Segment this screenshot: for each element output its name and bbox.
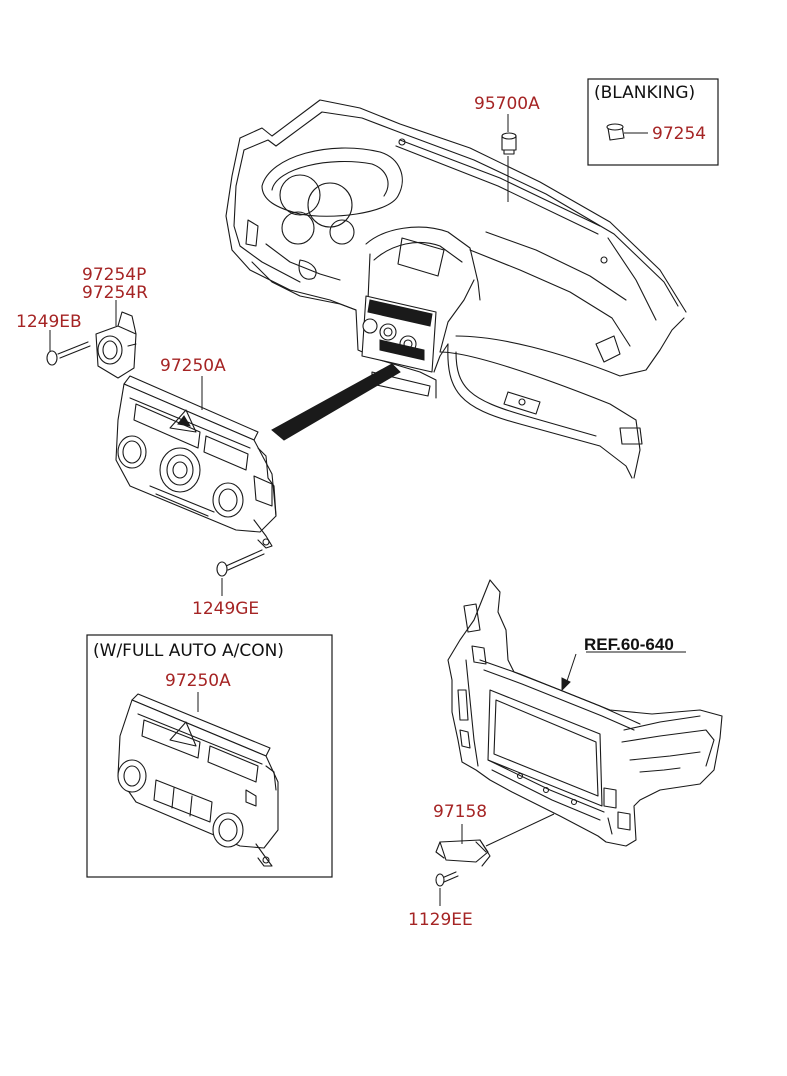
ref-arrow-head-icon bbox=[561, 677, 571, 692]
reference-label: REF.60-640 bbox=[584, 635, 674, 654]
blanking-box bbox=[587, 78, 719, 166]
part-label-97158: 97158 bbox=[433, 802, 487, 822]
switch-97254P-illustration bbox=[95, 311, 137, 379]
assembly-pointer-wedge bbox=[271, 363, 401, 441]
part-label-97250A-main: 97250A bbox=[160, 356, 226, 376]
sensor-95700A-illustration bbox=[501, 132, 517, 155]
part-label-97250A-auto: 97250A bbox=[165, 671, 231, 691]
part-label-97254-blanking: 97254 bbox=[652, 124, 706, 144]
blanking-box-title: (BLANKING) bbox=[594, 83, 695, 103]
part-label-1249GE: 1249GE bbox=[192, 599, 259, 619]
bolt-1129EE-illustration bbox=[435, 871, 459, 887]
full-auto-box-title: (W/FULL AUTO A/CON) bbox=[93, 641, 284, 661]
blank-cap-97254-illustration bbox=[606, 123, 648, 141]
part-label-97254R: 97254R bbox=[82, 283, 148, 303]
bracket-97158-illustration bbox=[435, 839, 491, 867]
part-label-97254P: 97254P bbox=[82, 265, 146, 285]
carrier-frame-illustration bbox=[447, 579, 723, 847]
control-unit-97250A-illustration bbox=[115, 375, 277, 549]
part-label-1249EB: 1249EB bbox=[16, 312, 82, 332]
control-unit-97250A-auto-illustration bbox=[117, 693, 279, 867]
full-auto-box bbox=[86, 634, 333, 878]
screw-1249GE-illustration bbox=[216, 549, 265, 577]
part-label-95700A: 95700A bbox=[474, 94, 540, 114]
screw-1249EB-illustration bbox=[46, 341, 91, 366]
part-label-1129EE: 1129EE bbox=[408, 910, 473, 930]
dashboard-illustration bbox=[225, 99, 687, 479]
